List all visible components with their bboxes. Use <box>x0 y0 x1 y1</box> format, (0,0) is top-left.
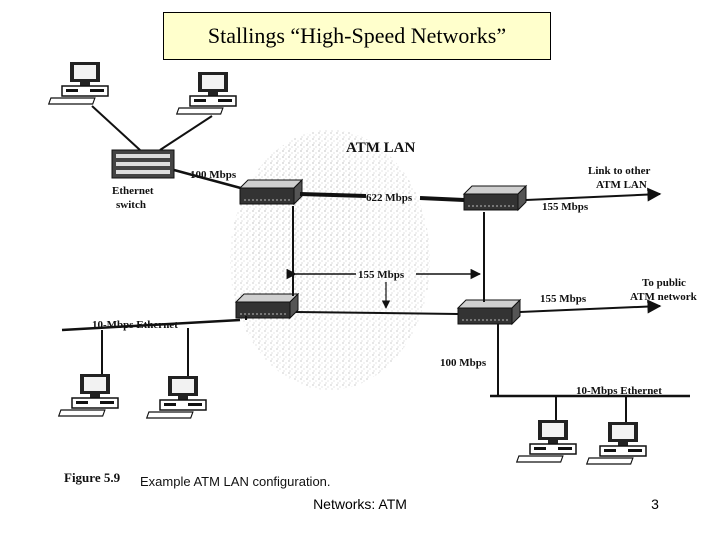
link-155-right-bottom-label: 155 Mbps <box>540 293 587 305</box>
ethernet-right-label: 10-Mbps Ethernet <box>576 385 662 397</box>
ethernet-switch-label-line1: Ethernet <box>112 185 154 197</box>
link-100-top-label: 100 Mbps <box>190 169 237 181</box>
bottom-right-pc1-icon <box>515 419 577 463</box>
atm-switch-bottom-right-icon <box>457 299 521 325</box>
link-155-right-top-label: 155 Mbps <box>542 201 589 213</box>
link-100-bottom-label: 100 Mbps <box>440 357 487 369</box>
atm-lan-cloud-inner <box>250 140 370 320</box>
figure-caption-label: Figure 5.9 <box>64 470 121 485</box>
link-other-label-line2: ATM LAN <box>596 179 647 191</box>
public-label-line2: ATM network <box>630 291 698 303</box>
bottom-right-pc2-icon <box>585 421 647 465</box>
slide-title: Stallings “High-Speed Networks” <box>163 12 551 60</box>
slide-page-number: 3 <box>651 496 659 512</box>
link-622-label: 622 Mbps <box>366 192 413 204</box>
link-other-label-line1: Link to other <box>588 165 650 177</box>
top-right-pc-icon <box>175 71 237 115</box>
atm-switch-bottom-left-icon <box>235 293 299 319</box>
bottom-left-pc1-icon <box>57 373 119 417</box>
ethernet-left-label: 10-Mbps Ethernet <box>92 319 178 331</box>
bottom-left-pc2-icon <box>145 375 207 419</box>
ethernet-switch-icon <box>111 149 175 179</box>
public-label-line1: To public <box>642 277 686 289</box>
link-155-middle-label: 155 Mbps <box>358 269 405 281</box>
atm-lan-heading: ATM LAN <box>346 140 415 156</box>
top-left-pc-icon <box>47 61 109 105</box>
slide-footer: Networks: ATM <box>313 496 407 512</box>
atm-switch-top-left-icon <box>239 179 303 205</box>
atm-switch-top-right-icon <box>463 185 527 211</box>
figure-caption-text: Example ATM LAN configuration. <box>140 474 331 489</box>
ethernet-switch-label-line2: switch <box>116 199 146 211</box>
